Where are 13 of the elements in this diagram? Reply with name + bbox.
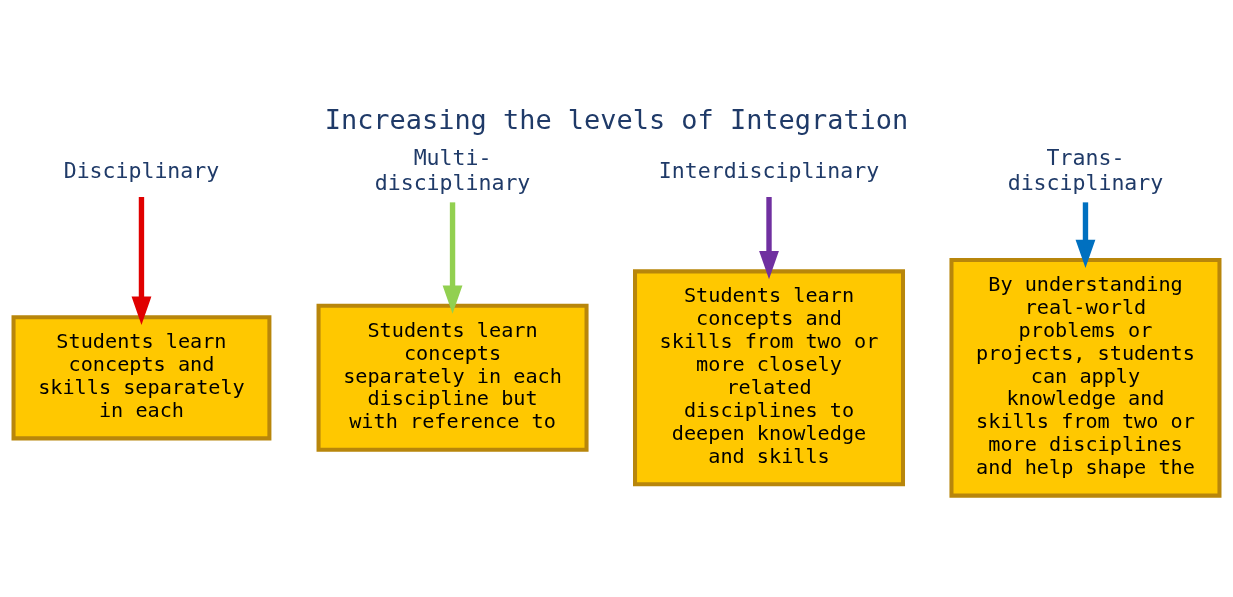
arrow [131,196,152,325]
arrow [1075,201,1096,268]
node-box: Students learn concepts separately in each discipline but with reference to [316,303,589,452]
diagram-title: Increasing the levels of Integration [324,103,909,135]
node-box: By understanding real-world problems or projects, students can apply knowledge and skills from two or more disciplines and help shape the [949,257,1222,498]
node-box: Students learn concepts and skills separately in each [11,314,272,440]
node-text: Trans- disciplinary [1007,144,1164,195]
node-text: Disciplinary [63,157,220,183]
arrow [759,196,779,279]
node-box: Students learn concepts and skills from two or more closely related disciplines to deepen knowledge and skills [633,268,905,486]
node-text: Multi- disciplinary [374,144,531,195]
arrow [442,201,463,314]
node-text: Interdisciplinary [658,157,880,183]
